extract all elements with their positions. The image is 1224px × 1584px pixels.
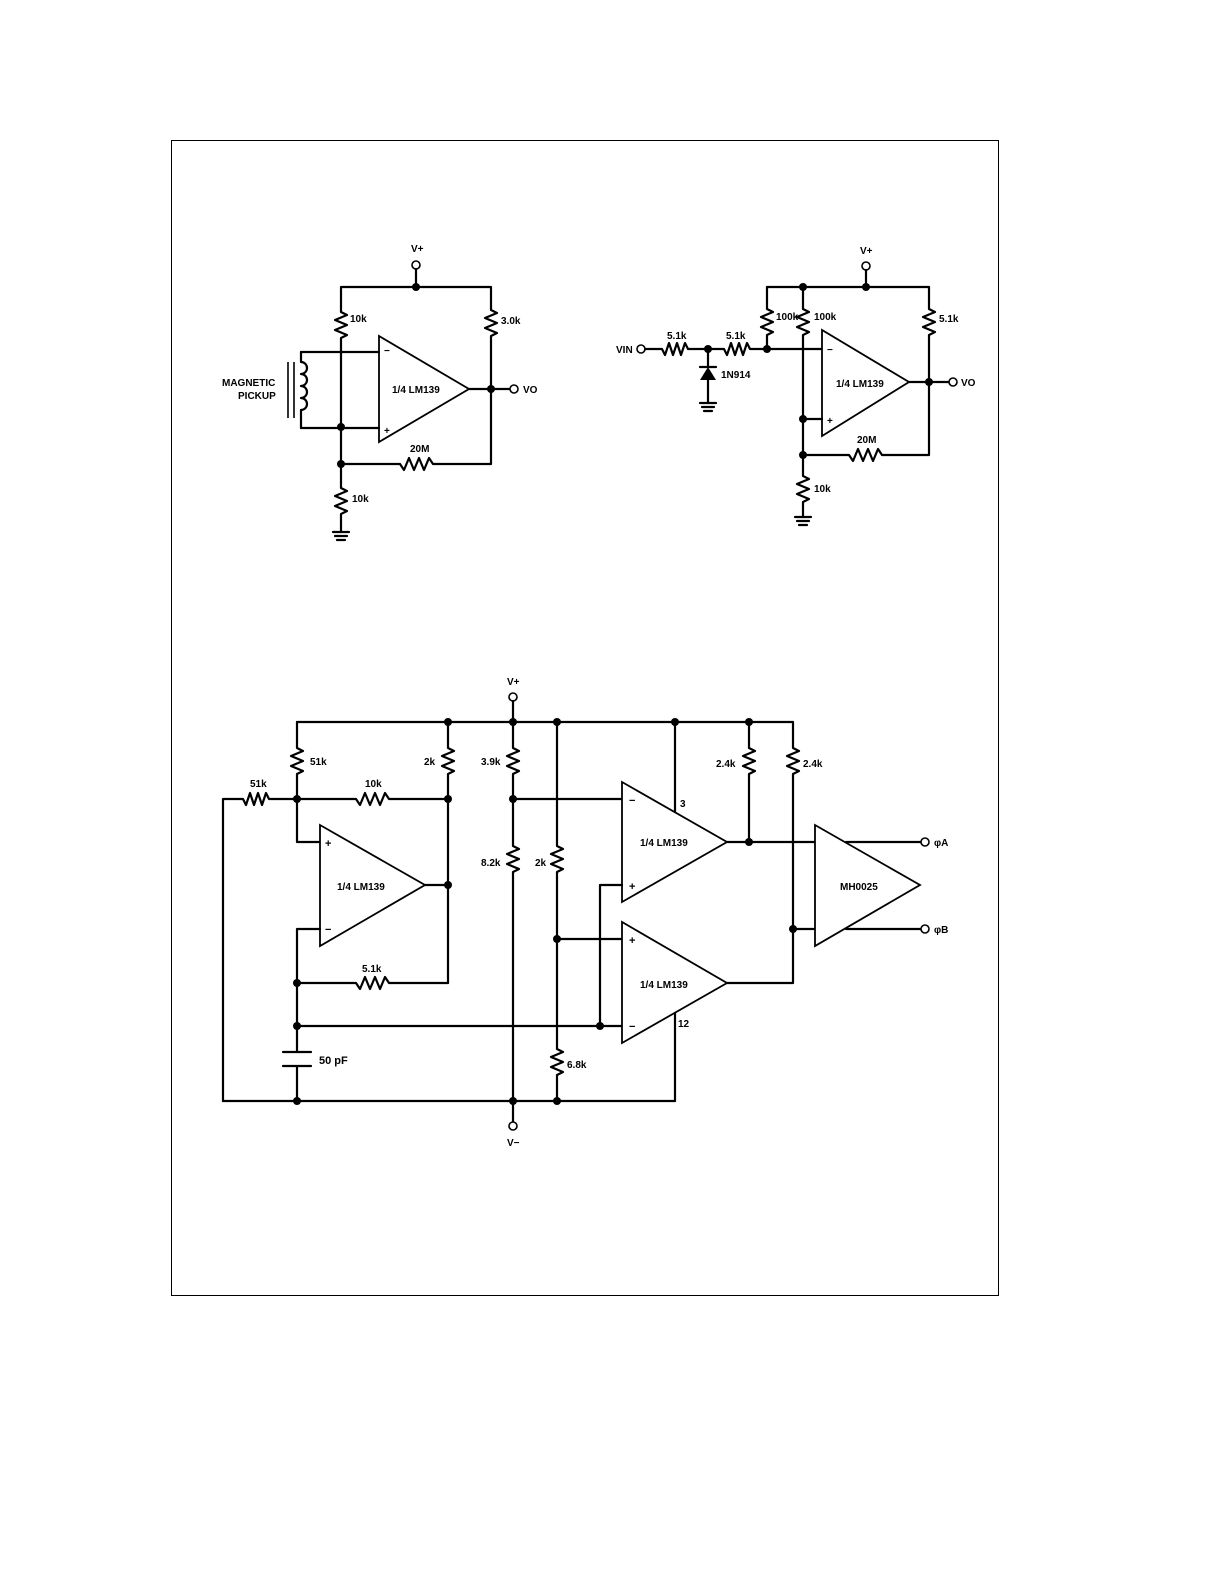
- r9-label: 2.4k: [716, 759, 736, 770]
- capacitor-icon: [281, 1050, 313, 1103]
- pickup-coil-icon: [299, 350, 309, 430]
- divider-3k9-8k2: [505, 720, 521, 1103]
- comparator-2-label: 1/4 LM139: [836, 379, 884, 390]
- plus-sign-4: +: [629, 881, 635, 893]
- resistor-20m: [339, 425, 437, 472]
- comparator-3-label: 1/4 LM139: [337, 882, 385, 893]
- phase-b-label: φB: [934, 925, 948, 936]
- vplus-terminal-3: [508, 692, 518, 702]
- circuit-two-phase-oscillator: V+ V− 51k 51k 10k 2k 1/4 LM139 + −: [221, 677, 948, 1149]
- r-feedback-label: 20M: [410, 444, 429, 455]
- divider-2k-6k8: [549, 720, 565, 1103]
- plus-sign: +: [384, 426, 390, 437]
- vplus-label: V+: [411, 244, 424, 255]
- comparator-3: [319, 823, 427, 948]
- resistor-2k4-a: [741, 720, 757, 844]
- plus-sign-5: +: [629, 935, 635, 947]
- r-in1-label: 5.1k: [667, 331, 687, 342]
- r7-label: 2k: [535, 858, 547, 869]
- plus-sign-3: +: [325, 838, 331, 850]
- resistor-100k-a: [759, 285, 775, 351]
- diode-label: 1N914: [721, 370, 751, 381]
- vo-label-2: VO: [961, 378, 976, 389]
- resistor-10k-h: [295, 791, 450, 807]
- comparator-1-label: 1/4 LM139: [392, 385, 440, 396]
- vplus-label-2: V+: [860, 246, 873, 257]
- r6-label: 8.2k: [481, 858, 501, 869]
- r5-label: 3.9k: [481, 757, 501, 768]
- resistor-20m-2: [801, 447, 886, 463]
- ground-icon: [331, 530, 351, 542]
- r-in2-label: 5.1k: [726, 331, 746, 342]
- r1-label: 51k: [310, 757, 327, 768]
- resistor-51k-h: [221, 791, 299, 1103]
- r-load-label: 3.0k: [501, 316, 521, 327]
- pickup-label-2: PICKUP: [238, 391, 276, 402]
- pin-12-label: 12: [678, 1019, 690, 1030]
- minus-sign-5: −: [629, 1021, 635, 1033]
- ground-icon-3: [793, 515, 813, 527]
- resistor-5k1: [295, 975, 450, 991]
- resistor-51k-v: [289, 720, 305, 801]
- r10-label: 2.4k: [803, 759, 823, 770]
- plus-sign-2: +: [827, 416, 833, 427]
- vo-terminal-2[interactable]: [948, 377, 958, 387]
- pin-3-label: 3: [680, 799, 686, 810]
- minus-sign-3: −: [325, 924, 331, 936]
- resistor-5k1-load: [921, 285, 937, 384]
- r-bottom-label: 10k: [352, 494, 369, 505]
- r-a-label: 100k: [776, 312, 799, 323]
- comparator-5-label: 1/4 LM139: [640, 980, 688, 991]
- cap-label: 50 pF: [319, 1055, 348, 1067]
- resistor-2k-a: [440, 720, 456, 985]
- resistor-10k-bottom-2: [795, 453, 811, 519]
- minus-sign-4: −: [629, 795, 635, 807]
- vin-label: VIN: [616, 345, 633, 356]
- r-bottom-label-2: 10k: [814, 484, 831, 495]
- driver-mh0025: [814, 823, 922, 948]
- ground-icon-2: [698, 401, 718, 413]
- minus-sign-2: −: [827, 345, 833, 356]
- core-lines-icon: [287, 362, 295, 418]
- vin-terminal[interactable]: [636, 344, 646, 354]
- comparator-1: [378, 334, 471, 444]
- comparator-4-label: 1/4 LM139: [640, 838, 688, 849]
- circuit-diode-input: V+ 100k 100k 5.1k VIN 5.1k 5.1k 1N914 1/…: [616, 246, 976, 527]
- r8-label: 6.8k: [567, 1060, 587, 1071]
- phase-a-terminal[interactable]: [920, 837, 930, 847]
- resistor-10k-bottom: [333, 462, 349, 534]
- circuit-magnetic-pickup: V+ 10k 3.0k 1/4 LM139 − + MAGNETIC PICKU…: [222, 244, 538, 542]
- minus-sign: −: [384, 346, 390, 357]
- vplus-terminal: [411, 260, 421, 270]
- resistor-2k4-b: [725, 720, 801, 985]
- r-top-label: 10k: [350, 314, 367, 325]
- r11-label: 5.1k: [362, 964, 382, 975]
- vplus-terminal-2: [861, 261, 871, 271]
- resistor-10k-top: [333, 306, 349, 428]
- vminus-terminal: [508, 1121, 518, 1131]
- figure-frame: [171, 140, 999, 1296]
- r-feedback-label-2: 20M: [857, 435, 876, 446]
- resistor-3k: [483, 304, 499, 391]
- phase-b-terminal[interactable]: [920, 924, 930, 934]
- resistor-100k-b: [795, 285, 811, 456]
- driver-label: MH0025: [840, 882, 878, 893]
- vminus-label: V−: [507, 1138, 520, 1149]
- vo-terminal[interactable]: [509, 384, 519, 394]
- vo-label: VO: [523, 385, 538, 396]
- r2-label: 51k: [250, 779, 267, 790]
- r4-label: 2k: [424, 757, 436, 768]
- r3-label: 10k: [365, 779, 382, 790]
- diode-icon: [700, 367, 716, 380]
- input-resistors: [643, 341, 824, 357]
- phase-a-label: φA: [934, 838, 948, 849]
- pickup-label-1: MAGNETIC: [222, 378, 275, 389]
- r-b-label: 100k: [814, 312, 837, 323]
- comparator-2: [821, 328, 911, 438]
- r-load-label-2: 5.1k: [939, 314, 959, 325]
- vplus-label-3: V+: [507, 677, 520, 688]
